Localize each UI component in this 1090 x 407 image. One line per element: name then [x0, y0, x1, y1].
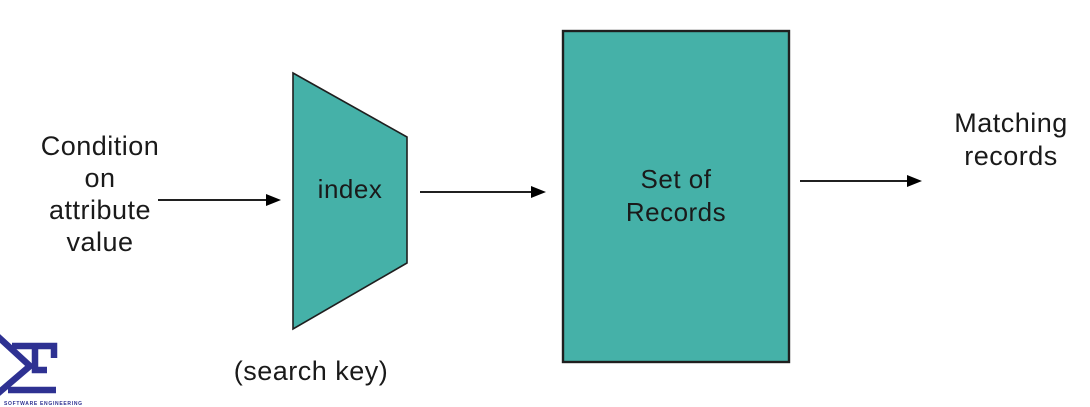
condition-on-attribute-value-label: Condition on attribute value — [40, 131, 160, 257]
search-key-label: (search key) — [233, 356, 389, 386]
arrow-records-to-matching — [800, 175, 922, 187]
arrow-index-to-records — [420, 186, 546, 198]
index-trapezoid-shape — [292, 71, 408, 331]
set-of-records-box — [561, 29, 791, 364]
logo-caption-text: SOFTWARE ENGINEERING — [4, 401, 83, 407]
matching-records-label: Matching records — [954, 108, 1068, 171]
arrow-condition-to-index — [158, 194, 281, 206]
software-engineering-logo-icon — [0, 334, 58, 396]
set-of-records-label: Set of Records — [625, 164, 727, 227]
index-label: index — [317, 174, 383, 204]
